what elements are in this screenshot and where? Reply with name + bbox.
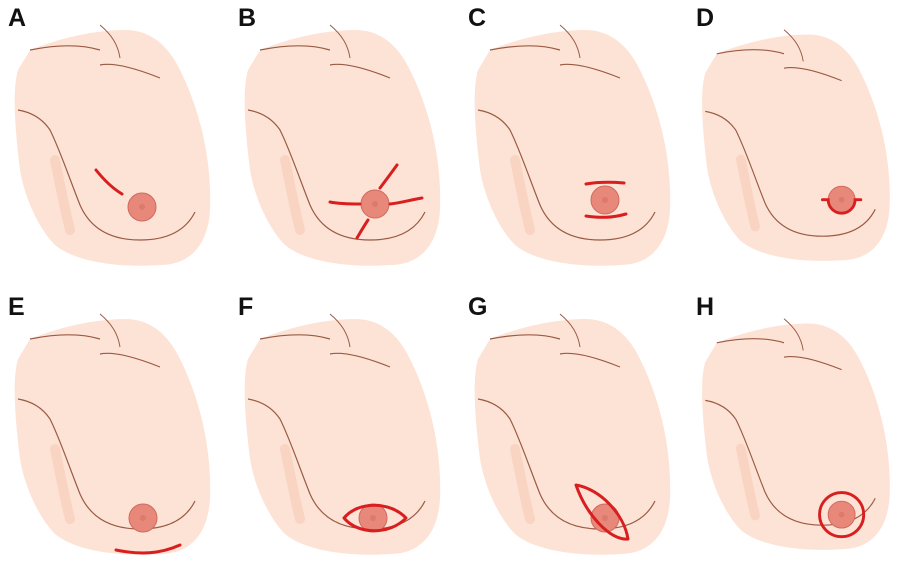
panel-label-h: H [696, 295, 714, 320]
panel-label-g: G [468, 295, 487, 320]
breast-illustration-b [230, 0, 456, 289]
breast-shape [15, 314, 211, 555]
nipple-areola [828, 501, 855, 528]
panel-e: E [0, 289, 226, 578]
breast-shape [245, 25, 441, 266]
panel-label-f: F [238, 295, 253, 320]
nipple-areola [129, 504, 157, 532]
panel-label-b: B [238, 6, 256, 31]
breast-shape [475, 25, 671, 266]
breast-illustration-c [460, 0, 686, 289]
nipple-areola [359, 504, 387, 532]
nipple-areola [361, 190, 389, 218]
nipple-areola [128, 193, 156, 221]
breast-shape [15, 25, 211, 266]
panel-label-a: A [8, 6, 26, 31]
breast-shape [702, 319, 890, 550]
panel-g: G [460, 289, 686, 578]
breast-illustration-g [460, 289, 686, 578]
panel-h: H [688, 289, 905, 578]
breast-shape [702, 30, 890, 261]
panel-label-e: E [8, 295, 25, 320]
breast-illustration-a [0, 0, 226, 289]
breast-illustration-e [0, 289, 226, 578]
panel-a: A [0, 0, 226, 289]
panel-d: D [688, 0, 905, 289]
panel-label-d: D [696, 6, 714, 31]
panel-label-c: C [468, 6, 486, 31]
panel-c: C [460, 0, 686, 289]
breast-illustration-f [230, 289, 456, 578]
breast-shape [475, 314, 671, 555]
panel-b: B [230, 0, 456, 289]
breast-illustration-h [688, 289, 905, 578]
breast-illustration-d [688, 0, 905, 289]
breast-shape [245, 314, 441, 555]
nipple-areola [591, 186, 619, 214]
panel-f: F [230, 289, 456, 578]
